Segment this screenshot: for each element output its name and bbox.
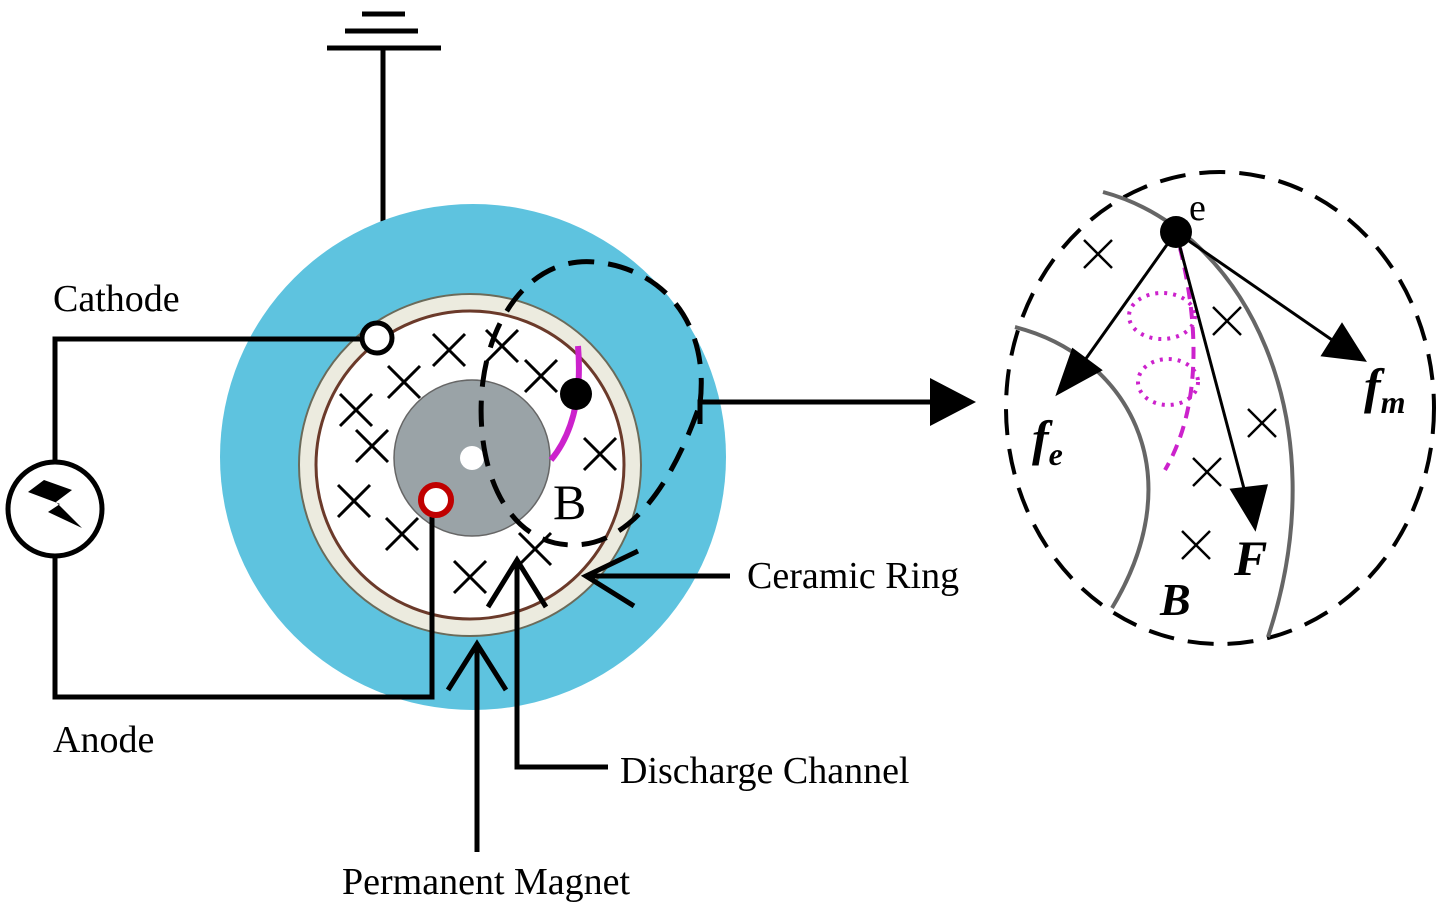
- discharge-channel-label: Discharge Channel: [620, 750, 910, 792]
- field-crosses: [336, 328, 618, 595]
- fe-arrow: [1078, 231, 1178, 368]
- field-cross: [1083, 239, 1113, 269]
- electron-dot: [560, 378, 592, 410]
- callout-arrows: [445, 548, 730, 852]
- field-cross: [452, 559, 488, 595]
- field-cross: [582, 436, 618, 472]
- fe-arrowhead: [1055, 347, 1103, 397]
- discharge-channel-arrowhead: [485, 555, 549, 609]
- ceramic-ring-label: Ceramic Ring: [747, 555, 959, 597]
- field-cross: [336, 483, 372, 519]
- inset-cycloids: [1127, 291, 1200, 407]
- fm-arrowhead: [1320, 322, 1367, 362]
- inset-trajectory: [1163, 247, 1196, 472]
- field-cross: [354, 428, 390, 464]
- inset-field-line: [1014, 325, 1151, 610]
- power-source: [5, 459, 105, 559]
- inset-electron-label: e: [1189, 187, 1206, 229]
- fm-arrow: [1175, 230, 1336, 344]
- field-cross: [1247, 408, 1277, 438]
- force-label: F: [1233, 530, 1267, 586]
- field-cross: [338, 392, 374, 428]
- zoom-arrow: [697, 378, 976, 426]
- ceramic-ring-arrowhead: [580, 548, 640, 609]
- circuit-wires: [52, 336, 435, 700]
- field-cross: [484, 328, 520, 364]
- fe-label: fe: [1032, 410, 1063, 472]
- center-hole: [460, 446, 484, 470]
- f-arrowhead: [1229, 484, 1269, 532]
- permanent-magnet-arrowhead: [445, 639, 509, 692]
- field-cross: [1192, 457, 1222, 487]
- inset-crosses: [1083, 239, 1277, 560]
- field-cross: [523, 358, 559, 394]
- inset-field-label: B: [1159, 574, 1191, 625]
- fm-label: fm: [1364, 358, 1406, 420]
- inset-outline: [1004, 170, 1436, 646]
- inset-field-line: [1102, 190, 1295, 638]
- f-arrow: [1174, 231, 1249, 501]
- field-cross: [1181, 530, 1211, 560]
- field-cross: [1212, 306, 1242, 336]
- field-label-b: B: [553, 474, 586, 530]
- inset-zoom: e fe fm F B: [1004, 170, 1436, 646]
- cathode-terminal: [359, 320, 395, 356]
- field-cross: [386, 364, 422, 400]
- cathode-label: Cathode: [53, 278, 180, 320]
- anode-label: Anode: [53, 719, 154, 761]
- force-arrows: [1055, 230, 1367, 532]
- lightning-icon: [28, 480, 82, 528]
- permanent-magnet-label: Permanent Magnet: [342, 861, 631, 903]
- discharge-channel-arrow: [514, 560, 608, 770]
- zoom-region-outline: [478, 259, 704, 548]
- anode-terminal: [418, 482, 454, 518]
- inset-electron: [1160, 216, 1192, 248]
- field-cross: [384, 516, 420, 552]
- electron-trajectory: [548, 345, 582, 462]
- field-cross: [431, 332, 467, 368]
